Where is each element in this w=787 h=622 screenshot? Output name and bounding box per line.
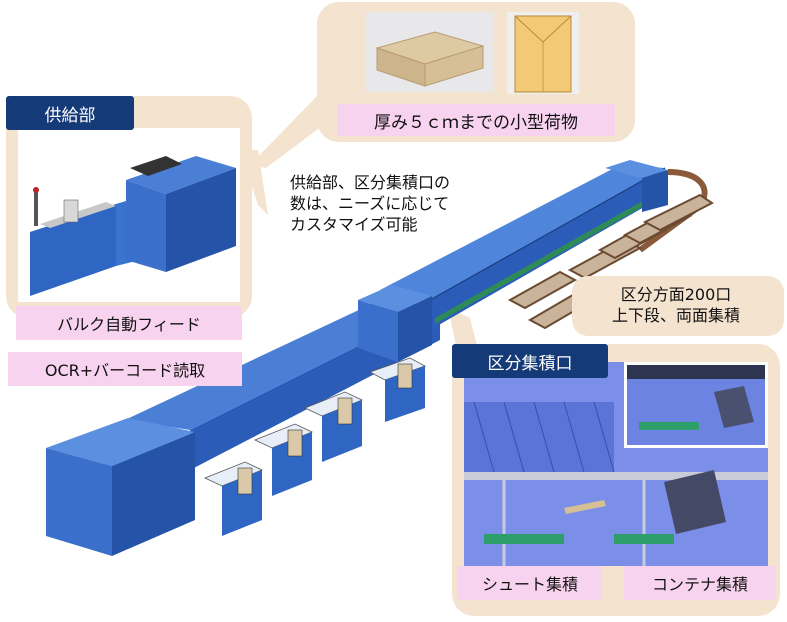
feeder-station-4	[369, 357, 426, 422]
outlet-title: 区分集積口	[452, 344, 608, 378]
outlet-callout-pointer	[448, 308, 478, 350]
customization-note: 供給部、区分集積口の 数は、ニーズに応じて カスタマイズ可能	[290, 172, 450, 235]
transfer-block	[358, 285, 432, 362]
destinations-mode: 上下段、両面集積	[611, 306, 740, 325]
envelope-icon	[514, 15, 572, 93]
chute-collection-label: シュート集積	[458, 566, 602, 600]
feeder-station-3	[303, 391, 364, 462]
feeder-stations	[203, 357, 426, 536]
feeder-title: 供給部	[6, 96, 134, 130]
feeder-station-2	[253, 423, 314, 496]
destinations-count: 区分方面200口	[620, 285, 732, 304]
photos-callout-pointer	[250, 95, 330, 168]
far-end-block	[605, 160, 668, 212]
photos-callout: 厚み５ｃｍまでの小型荷物	[317, 2, 635, 142]
feeder-station-1	[203, 461, 264, 536]
end-block	[46, 418, 195, 556]
outlet-callout: 区分集積口 シュート集積 コンテナ集積	[452, 344, 780, 616]
small-parcel-caption: 厚み５ｃｍまでの小型荷物	[337, 104, 615, 136]
ocr-barcode-label: OCR+バーコード読取	[8, 352, 242, 386]
customization-note-line-2: 数は、ニーズに応じて	[290, 194, 450, 213]
customization-note-line-1: 供給部、区分集積口の	[290, 173, 451, 192]
envelope-photo	[507, 12, 579, 94]
destinations-note: 区分方面200口 上下段、両面集積	[572, 276, 784, 336]
feeder-callout: 供給部 バルク自動フィード	[6, 96, 252, 340]
outlet-photo-panel	[464, 362, 768, 566]
box-icon	[375, 31, 485, 87]
outlet-mechanism-illustration	[464, 362, 768, 566]
container-collection-label: コンテナ集積	[624, 566, 776, 600]
customization-note-line-3: カスタマイズ可能	[290, 215, 418, 234]
feeder-machine-illustration	[18, 128, 240, 302]
cardboard-box-photo	[365, 12, 493, 92]
bulk-auto-feed-label: バルク自動フィード	[16, 306, 242, 340]
